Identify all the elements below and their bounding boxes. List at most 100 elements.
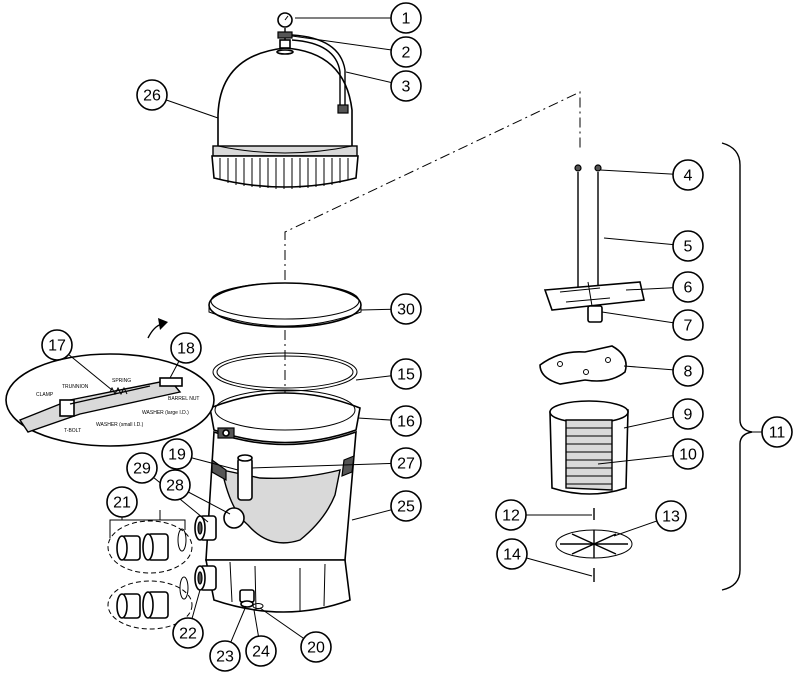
callout-circle xyxy=(209,640,241,672)
callout-27: 27 xyxy=(390,447,422,479)
callout-circle xyxy=(672,271,704,303)
union-set-upper xyxy=(107,520,193,574)
callout-2: 2 xyxy=(390,36,422,68)
clamp-latch xyxy=(217,427,235,439)
callout-30: 30 xyxy=(390,293,422,325)
callout-circle xyxy=(655,500,687,532)
leader-line-27 xyxy=(251,462,407,469)
callout-circle xyxy=(390,2,422,34)
callout-22: 22 xyxy=(172,617,204,649)
grid-cartridge xyxy=(549,400,629,495)
callout-circle xyxy=(496,538,528,570)
callout-circle xyxy=(390,447,422,479)
callout-number: 5 xyxy=(684,239,693,256)
callout-26: 26 xyxy=(136,79,168,111)
callout-4: 4 xyxy=(672,159,704,191)
callout-19: 19 xyxy=(161,438,193,470)
inset-label-clamp: CLAMP xyxy=(36,392,54,398)
callout-number: 7 xyxy=(684,318,693,335)
top-manifold xyxy=(543,281,645,323)
callout-circle xyxy=(495,499,527,531)
callout-number: 3 xyxy=(402,79,411,96)
callout-circle xyxy=(106,486,138,518)
internal-pipe xyxy=(223,454,253,529)
callout-number: 29 xyxy=(133,461,151,478)
callout-number: 20 xyxy=(307,640,325,657)
callout-number: 24 xyxy=(252,644,270,661)
drain-plug xyxy=(239,589,264,609)
callout-circle xyxy=(390,490,422,522)
callout-number: 10 xyxy=(679,447,697,464)
callout-circle xyxy=(161,438,193,470)
callout-number: 6 xyxy=(684,280,693,297)
callout-number: 19 xyxy=(168,447,186,464)
callout-9: 9 xyxy=(672,398,704,430)
centre-lines xyxy=(284,91,581,460)
callout-11: 11 xyxy=(761,416,793,448)
callout-number: 26 xyxy=(143,88,161,105)
callout-20: 20 xyxy=(300,631,332,663)
callout-number: 13 xyxy=(662,509,680,526)
lid-ribs xyxy=(219,158,349,189)
callout-circle xyxy=(672,159,704,191)
callout-circle xyxy=(672,355,704,387)
clamp-inset: CLAMP TRUNNION SPRING BARREL NUT WASHER … xyxy=(5,353,215,447)
callout-number: 25 xyxy=(397,499,415,516)
callout-circle xyxy=(672,398,704,430)
callout-1: 1 xyxy=(390,2,422,34)
callout-circle xyxy=(390,358,422,390)
callout-circle xyxy=(761,416,793,448)
inset-label-trunnion: TRUNNION xyxy=(62,384,89,390)
callout-circle xyxy=(41,329,73,361)
callout-number: 18 xyxy=(177,341,195,358)
callout-8: 8 xyxy=(672,355,704,387)
callout-circle xyxy=(245,635,277,667)
spreader-plate xyxy=(539,345,627,385)
callout-number: 15 xyxy=(397,367,415,384)
callout-number: 30 xyxy=(397,302,415,319)
callout-number: 11 xyxy=(769,425,786,442)
callout-28: 28 xyxy=(159,469,191,501)
callout-number: 17 xyxy=(48,338,66,355)
inset-label-washer-large: WASHER (large I.D.) xyxy=(142,410,189,416)
callout-14: 14 xyxy=(496,538,528,570)
inset-label-spring: SPRING xyxy=(112,378,131,384)
callout-10: 10 xyxy=(672,438,704,470)
tank-body xyxy=(205,389,361,613)
leader-line-2 xyxy=(291,35,407,53)
bracket-11 xyxy=(721,142,753,591)
callout-29: 29 xyxy=(126,452,158,484)
callout-circle xyxy=(136,79,168,111)
callout-circle xyxy=(390,405,422,437)
callout-circle xyxy=(300,631,332,663)
callout-number: 12 xyxy=(502,508,520,525)
callout-24: 24 xyxy=(245,635,277,667)
callout-16: 16 xyxy=(390,405,422,437)
air-relief-hose xyxy=(291,34,349,114)
tank-lid xyxy=(211,47,359,189)
inset-label-barrel-nut: BARREL NUT xyxy=(168,396,200,402)
arrow-icon xyxy=(147,318,168,339)
callout-18: 18 xyxy=(170,332,202,364)
callout-circle xyxy=(672,438,704,470)
callout-number: 1 xyxy=(402,11,411,28)
callout-circle xyxy=(390,70,422,102)
callout-circle xyxy=(126,452,158,484)
callout-circle xyxy=(672,309,704,341)
callout-number: 23 xyxy=(216,649,234,666)
callout-circle xyxy=(159,469,191,501)
callout-3: 3 xyxy=(390,70,422,102)
pressure-gauge xyxy=(276,12,294,55)
callout-number: 8 xyxy=(684,364,693,381)
callout-12: 12 xyxy=(495,499,527,531)
inset-label-washer-small: WASHER (small I.D.) xyxy=(96,422,144,428)
callout-number: 16 xyxy=(397,414,415,431)
callout-circle xyxy=(672,230,704,262)
callout-15: 15 xyxy=(390,358,422,390)
callout-21: 21 xyxy=(106,486,138,518)
callout-number: 28 xyxy=(166,478,184,495)
callout-circle xyxy=(390,36,422,68)
o-ring-large xyxy=(208,282,362,328)
